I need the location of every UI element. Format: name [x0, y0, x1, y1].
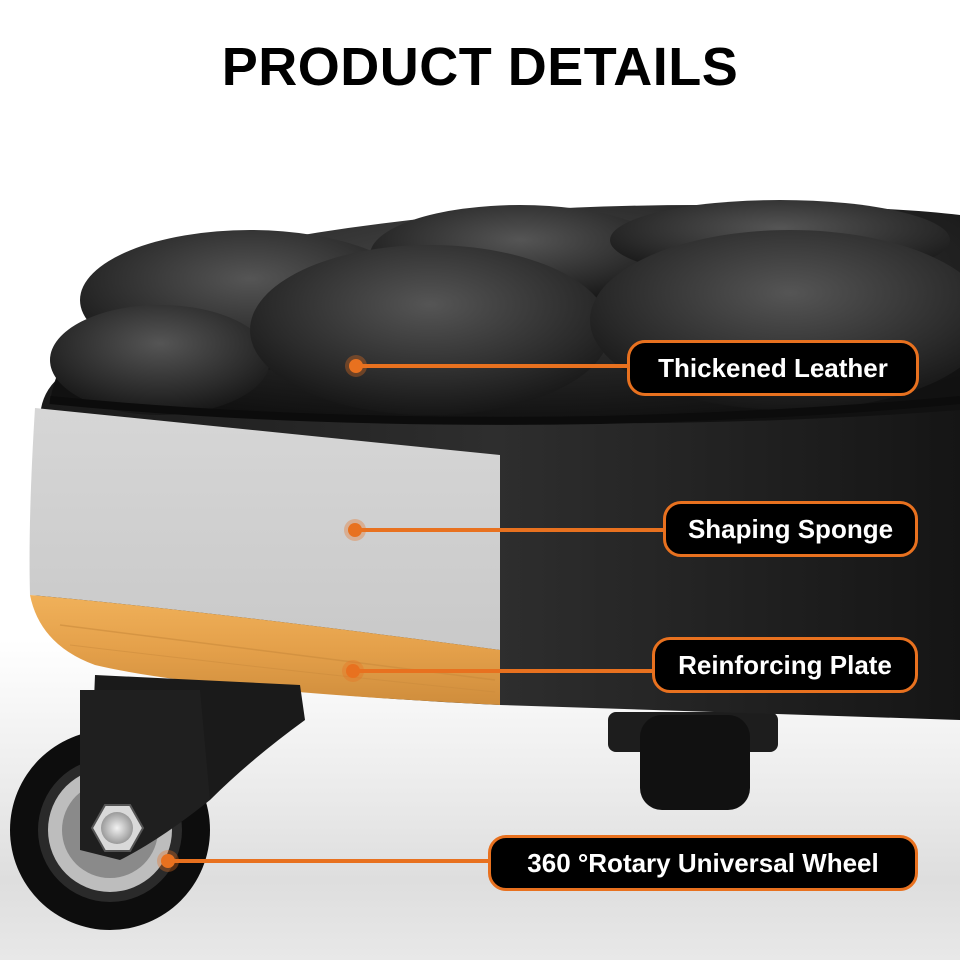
back-caster — [608, 712, 778, 810]
callout-label: Thickened Leather — [658, 352, 888, 383]
callout-reinforcing-plate: Reinforcing Plate — [652, 637, 918, 693]
wheel-leader-line — [168, 859, 490, 863]
plate-leader-line — [353, 669, 653, 673]
front-caster — [10, 675, 305, 930]
callout-shaping-sponge: Shaping Sponge — [663, 501, 918, 557]
callout-label: Reinforcing Plate — [678, 649, 892, 680]
callout-label: 360 °Rotary Universal Wheel — [527, 847, 879, 878]
sponge-leader-line — [355, 528, 665, 532]
page-title: PRODUCT DETAILS — [221, 37, 739, 97]
callout-rotary-wheel: 360 °Rotary Universal Wheel — [488, 835, 918, 891]
callout-thickened-leather: Thickened Leather — [627, 340, 919, 396]
callout-label: Shaping Sponge — [687, 513, 894, 544]
leather-leader-line — [356, 364, 628, 368]
